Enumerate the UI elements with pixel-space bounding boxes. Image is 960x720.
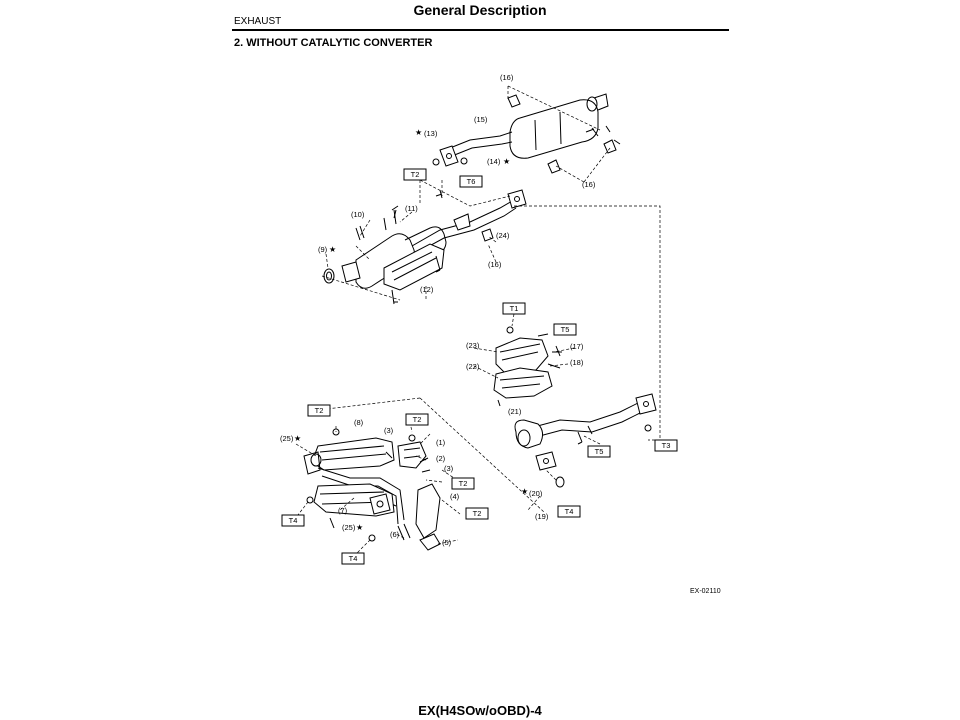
svg-text:T2: T2 — [459, 479, 468, 488]
label-3b: (3) — [444, 464, 454, 473]
torque-tag-t6: T6 — [459, 175, 483, 188]
label-20: (20) — [529, 489, 543, 498]
torque-tag-t2b: T2 — [307, 404, 331, 417]
label-5: (5) — [442, 538, 452, 547]
center-pipe-assembly — [323, 189, 527, 305]
label-3a: (3) — [384, 426, 394, 435]
svg-text:T2: T2 — [413, 415, 422, 424]
label-19: (19) — [535, 512, 549, 521]
label-16a: (16) — [500, 73, 514, 82]
label-4: (4) — [450, 492, 460, 501]
label-18: (18) — [570, 358, 584, 367]
label-9: (9) — [318, 245, 328, 254]
label-8: (8) — [354, 418, 364, 427]
svg-text:T2: T2 — [411, 170, 420, 179]
star-icon: ★ — [521, 487, 528, 496]
front-pipe-assembly — [514, 393, 657, 488]
label-16b: (16) — [582, 180, 596, 189]
label-25b: (25) — [342, 523, 356, 532]
label-6: (6) — [390, 530, 400, 539]
label-1: (1) — [436, 438, 446, 447]
torque-tag-t2c: T2 — [405, 413, 429, 426]
star-icon: ★ — [356, 523, 363, 532]
svg-text:T4: T4 — [565, 507, 574, 516]
label-24: (24) — [496, 231, 510, 240]
svg-text:T2: T2 — [315, 406, 324, 415]
torque-tag-t4b: T4 — [281, 514, 305, 527]
label-16c: (16) — [488, 260, 502, 269]
label-22: (22) — [466, 362, 480, 371]
svg-text:T5: T5 — [561, 325, 570, 334]
page-number: EX(H4SOw/oOBD)-4 — [418, 703, 542, 718]
torque-tags: T6 T2 T1 T5 T2 T2 T3 T5 T2 T4 T2 T4 T4 — [281, 168, 678, 565]
label-13: (13) — [424, 129, 438, 138]
svg-text:T1: T1 — [510, 304, 519, 313]
svg-text:T3: T3 — [662, 441, 671, 450]
figure-id: EX-02110 — [690, 588, 721, 595]
torque-tag-t5a: T5 — [553, 323, 577, 336]
label-7: (7) — [338, 506, 348, 515]
cat-cover-assembly — [493, 326, 562, 407]
torque-tag-t5b: T5 — [587, 445, 611, 458]
star-icon: ★ — [503, 157, 510, 166]
label-23: (23) — [466, 341, 480, 350]
label-11: (11) — [405, 204, 418, 213]
torque-tag-t3: T3 — [654, 439, 678, 452]
exhaust-manifold-assembly — [303, 428, 441, 551]
header-rule — [232, 29, 729, 31]
section-subtitle: 2. WITHOUT CATALYTIC CONVERTER — [234, 37, 433, 49]
rear-muffler-assembly — [432, 93, 621, 174]
svg-text:T5: T5 — [595, 447, 604, 456]
label-14: (14) — [487, 157, 501, 166]
section-label: EXHAUST — [234, 16, 282, 27]
torque-tag-t4c: T4 — [341, 552, 365, 565]
svg-text:T2: T2 — [473, 509, 482, 518]
star-icon: ★ — [329, 245, 336, 254]
page-title: General Description — [413, 2, 547, 18]
callout-labels: (16) (15) (13) (14) (16) (10) (11) (24) … — [280, 73, 596, 547]
label-12: (12) — [420, 285, 434, 294]
star-icon: ★ — [294, 434, 301, 443]
label-25a: (25) — [280, 434, 294, 443]
star-markers: ★ ★ ★ ★ ★ ★ — [294, 128, 528, 532]
svg-text:T6: T6 — [467, 177, 476, 186]
torque-tag-t1: T1 — [502, 302, 526, 315]
star-icon: ★ — [415, 128, 422, 137]
label-17: (17) — [570, 342, 584, 351]
label-15: (15) — [474, 115, 488, 124]
torque-tag-t2d: T2 — [451, 477, 475, 490]
label-2: (2) — [436, 454, 446, 463]
svg-text:T4: T4 — [349, 554, 358, 563]
label-21: (21) — [508, 407, 522, 416]
label-10: (10) — [351, 210, 365, 219]
torque-tag-t2a: T2 — [403, 168, 427, 181]
torque-tag-t4a: T4 — [557, 505, 581, 518]
svg-text:T4: T4 — [289, 516, 298, 525]
torque-tag-t2e: T2 — [465, 507, 489, 520]
leader-lines — [293, 85, 661, 557]
